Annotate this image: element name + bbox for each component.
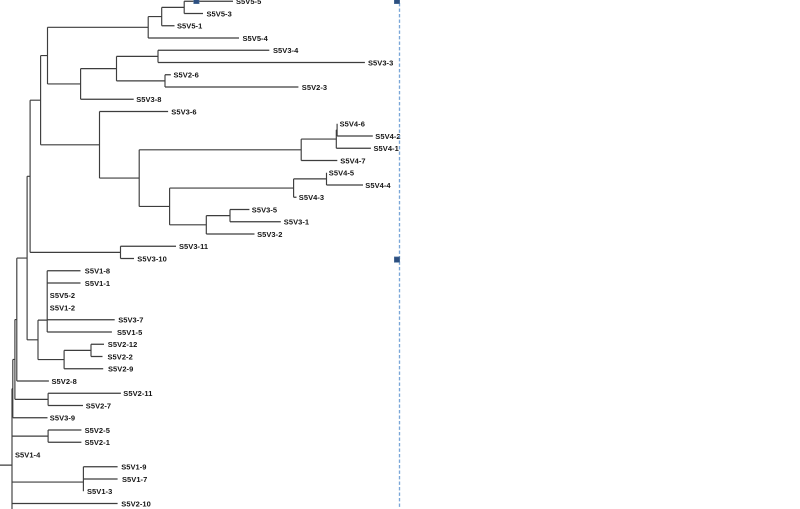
- leaf-label-S5V2-5: S5V2-5: [85, 426, 110, 435]
- leaf-label-S5V3-7: S5V3-7: [118, 316, 143, 325]
- tree-branches: [0, 0, 373, 509]
- leaf-label-S5V3-11: S5V3-11: [179, 242, 208, 251]
- leaf-label-S5V1-7: S5V1-7: [122, 475, 147, 484]
- leaf-label-S5V4-7: S5V4-7: [340, 156, 365, 165]
- leaf-label-S5V5-4: S5V5-4: [243, 34, 269, 43]
- leaf-label-S5V3-1: S5V3-1: [284, 218, 309, 227]
- leaf-label-S5V3-4: S5V3-4: [273, 46, 299, 55]
- leaf-label-S5V3-9: S5V3-9: [50, 414, 75, 423]
- leaf-label-S5V3-8: S5V3-8: [136, 95, 161, 104]
- leaf-label-S5V2-7: S5V2-7: [86, 401, 111, 410]
- leaf-label-S5V3-5: S5V3-5: [252, 205, 277, 214]
- leaf-label-S5V1-9: S5V1-9: [121, 463, 146, 472]
- selection-handle-1[interactable]: [393, 0, 400, 5]
- leaf-label-S5V2-11: S5V2-11: [123, 389, 152, 398]
- leaf-label-S5V2-1: S5V2-1: [85, 438, 110, 447]
- leaf-label-S5V5-2: S5V5-2: [50, 291, 75, 300]
- leaf-label-S5V1-1: S5V1-1: [85, 279, 110, 288]
- leaf-label-S5V3-6: S5V3-6: [171, 107, 196, 116]
- leaf-label-S5V1-8: S5V1-8: [85, 267, 110, 276]
- leaf-label-S5V3-2: S5V3-2: [257, 230, 282, 239]
- leaf-label-S5V5-1: S5V5-1: [177, 22, 202, 31]
- leaf-label-S5V3-3: S5V3-3: [368, 58, 393, 67]
- leaf-label-S5V2-8: S5V2-8: [52, 377, 77, 386]
- leaf-label-S5V4-1: S5V4-1: [374, 144, 399, 153]
- leaf-label-S5V1-2: S5V1-2: [50, 303, 75, 312]
- leaf-label-S5V3-10: S5V3-10: [137, 254, 167, 263]
- leaf-label-S5V2-3: S5V2-3: [302, 83, 327, 92]
- taxon-labels: S5V5-5S5V5-3S5V5-1S5V5-4S5V3-4S5V3-3S5V2…: [15, 0, 401, 508]
- leaf-label-S5V4-3: S5V4-3: [299, 193, 324, 202]
- leaf-label-S5V4-6: S5V4-6: [340, 120, 365, 129]
- leaf-label-S5V4-5: S5V4-5: [329, 169, 354, 178]
- leaf-label-S5V1-3: S5V1-3: [87, 487, 112, 496]
- tree-branch-lines: [0, 0, 373, 509]
- leaf-label-S5V1-5: S5V1-5: [117, 328, 142, 337]
- selection-handle-2[interactable]: [393, 256, 400, 263]
- leaf-label-S5V2-2: S5V2-2: [108, 352, 133, 361]
- leaf-label-S5V1-4: S5V1-4: [15, 450, 41, 459]
- leaf-label-S5V2-9: S5V2-9: [108, 365, 133, 374]
- leaf-label-S5V4-2: S5V4-2: [375, 132, 400, 141]
- selection-overlay: [193, 0, 401, 509]
- leaf-label-S5V4-4: S5V4-4: [365, 181, 391, 190]
- selection-handle-0[interactable]: [193, 0, 200, 5]
- leaf-label-S5V2-12: S5V2-12: [108, 340, 138, 349]
- leaf-label-S5V2-6: S5V2-6: [174, 71, 199, 80]
- leaf-label-S5V5-5: S5V5-5: [236, 0, 261, 6]
- leaf-label-S5V5-3: S5V5-3: [207, 9, 232, 18]
- leaf-label-S5V2-10: S5V2-10: [121, 499, 151, 508]
